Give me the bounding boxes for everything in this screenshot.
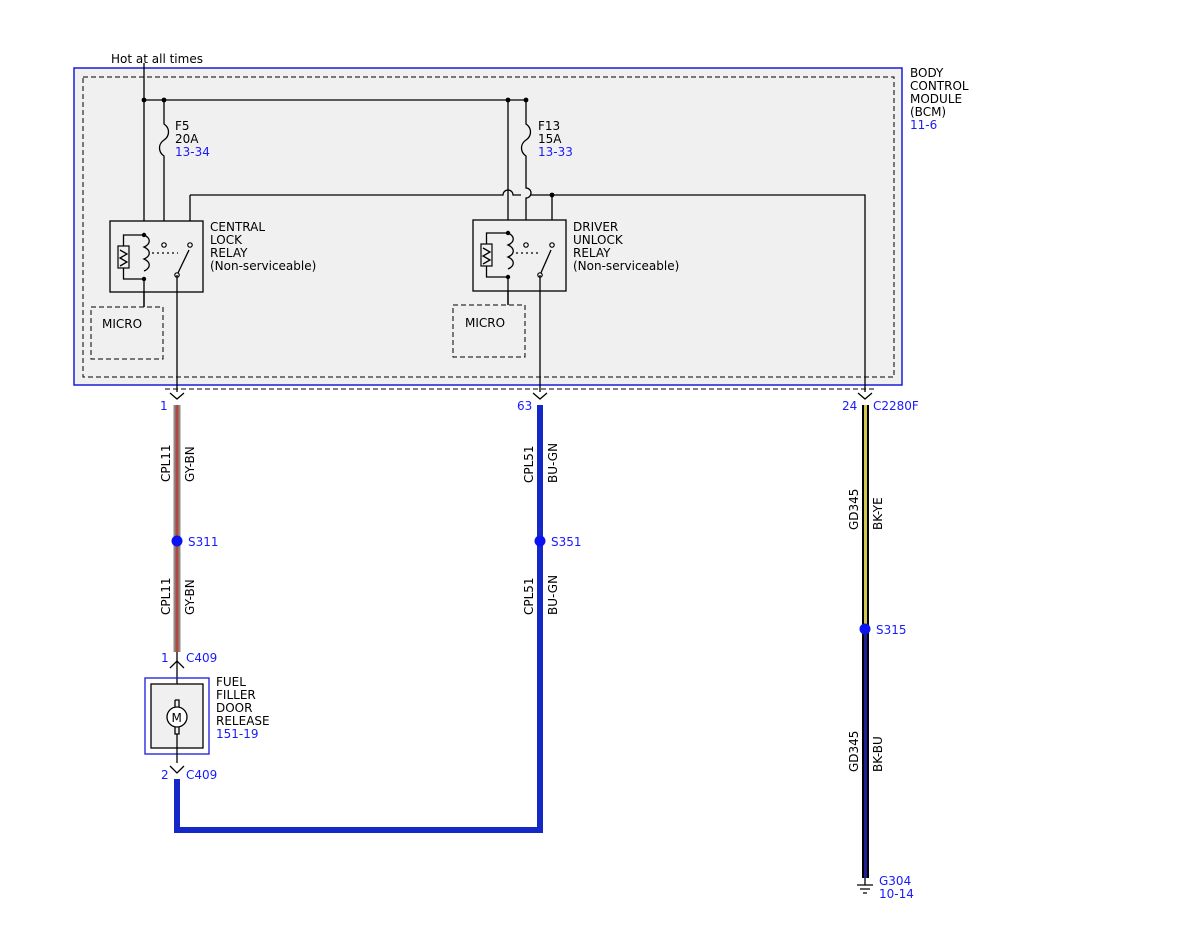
svg-text:BU-GN: BU-GN (546, 443, 560, 483)
central-lock-relay (109, 220, 204, 307)
svg-text:UNLOCK: UNLOCK (573, 233, 624, 247)
svg-text:BU-GN: BU-GN (546, 575, 560, 615)
c2280f-pins: 1 63 24 C2280F (160, 399, 919, 413)
svg-text:MODULE: MODULE (910, 92, 962, 106)
motor-symbol (166, 706, 188, 728)
splice-s315-label[interactable]: S315 (876, 623, 907, 637)
svg-text:CENTRAL: CENTRAL (210, 220, 265, 234)
c409-pin-1: 1 (161, 651, 169, 665)
svg-text:CPL51: CPL51 (522, 577, 536, 615)
svg-text:LOCK: LOCK (210, 233, 243, 247)
c409-pin-2: 2 (161, 768, 169, 782)
svg-text:CPL11: CPL11 (159, 444, 173, 482)
wire-cpl51 (174, 405, 543, 833)
pin-marker (857, 392, 873, 400)
fuse-f13-ref[interactable]: 13-33 (538, 145, 573, 159)
svg-text:(Non-serviceable): (Non-serviceable) (573, 259, 679, 273)
bcm-ref[interactable]: 11-6 (910, 118, 937, 132)
wire-gd345-bk-ye (862, 405, 869, 629)
fuse-f13-symbol (520, 100, 532, 243)
svg-text:CPL11: CPL11 (159, 577, 173, 615)
c2280f-connector-ref[interactable]: C2280F (873, 399, 919, 413)
motor-label: M (172, 711, 182, 725)
wire-labels: CPL11 GY-BN CPL11 GY-BN CPL51 BU-GN CPL5… (159, 443, 885, 772)
splice-s311[interactable] (171, 535, 183, 547)
central-relay-body (109, 220, 204, 293)
svg-text:DOOR: DOOR (216, 701, 252, 715)
splice-s311-label[interactable]: S311 (188, 535, 219, 549)
fuel-filler-door-release: M (144, 677, 210, 763)
micro-label: MICRO (102, 317, 142, 331)
micro-box (90, 306, 164, 360)
svg-text:CPL51: CPL51 (522, 445, 536, 483)
svg-text:BK-BU: BK-BU (871, 736, 885, 772)
svg-text:F5: F5 (175, 119, 190, 133)
svg-text:15A: 15A (538, 132, 562, 146)
svg-text:GD345: GD345 (847, 731, 861, 772)
splice-s351[interactable] (534, 535, 546, 547)
svg-text:RELAY: RELAY (210, 246, 248, 260)
driver-relay-body (472, 219, 567, 292)
svg-text:GY-BN: GY-BN (183, 579, 197, 615)
svg-text:DRIVER: DRIVER (573, 220, 618, 234)
c409-connector-ref-2[interactable]: C409 (186, 768, 217, 782)
bcm-internal-boundary (82, 76, 895, 378)
wire-cpl11 (173, 405, 181, 652)
driver-relay-coil (506, 232, 514, 270)
svg-text:20A: 20A (175, 132, 199, 146)
central-relay-coil (142, 234, 150, 272)
svg-text:GY-BN: GY-BN (183, 446, 197, 482)
svg-text:GD345: GD345 (847, 489, 861, 530)
relay-common-bus (190, 189, 866, 392)
central-relay-switch-arm (176, 249, 190, 276)
pin-marker (532, 392, 548, 400)
splice-s351-label[interactable]: S351 (551, 535, 582, 549)
svg-text:RELEASE: RELEASE (216, 714, 270, 728)
fuse-f13: F13 15A 13-33 (520, 100, 573, 243)
svg-text:F13: F13 (538, 119, 560, 133)
fuse-f5-ref[interactable]: 13-34 (175, 145, 210, 159)
driver-relay-label: DRIVER UNLOCK RELAY (Non-serviceable) (573, 220, 679, 273)
c409-connector-ref[interactable]: C409 (186, 651, 217, 665)
micro-box (452, 304, 526, 358)
svg-text:RELAY: RELAY (573, 246, 611, 260)
fuse-f5-symbol (158, 100, 170, 243)
pin-marker (169, 392, 185, 400)
central-relay-label: CENTRAL LOCK RELAY (Non-serviceable) (210, 220, 316, 273)
svg-text:63: 63 (517, 399, 532, 413)
svg-text:(Non-serviceable): (Non-serviceable) (210, 259, 316, 273)
fuse-f5: F5 20A 13-34 (158, 100, 210, 243)
junction-dot (549, 192, 555, 198)
driver-relay-contact (523, 242, 529, 248)
svg-text:FILLER: FILLER (216, 688, 256, 702)
driver-relay-contact (549, 242, 555, 248)
central-relay-contact (161, 242, 167, 248)
svg-text:BODY: BODY (910, 66, 944, 80)
driver-unlock-relay (472, 219, 567, 305)
bcm-label: BODY CONTROL MODULE (BCM) 11-6 (910, 66, 969, 132)
ground-g304-label[interactable]: G304 (879, 874, 911, 888)
supply-label: Hot at all times (111, 52, 203, 66)
fuel-door-ref[interactable]: 151-19 (216, 727, 259, 741)
ground-g304-ref[interactable]: 10-14 (879, 887, 914, 901)
fuel-door-label: FUEL FILLER DOOR RELEASE 151-19 (216, 675, 270, 741)
micro-label: MICRO (465, 316, 505, 330)
svg-text:(BCM): (BCM) (910, 105, 946, 119)
svg-text:1: 1 (160, 399, 168, 413)
svg-text:FUEL: FUEL (216, 675, 246, 689)
driver-relay-switch-arm (539, 249, 552, 276)
svg-text:24: 24 (842, 399, 857, 413)
svg-text:CONTROL: CONTROL (910, 79, 969, 93)
ground-symbol (857, 878, 873, 894)
wire-gd345-bk-bu (862, 629, 869, 878)
central-relay-contact (187, 242, 193, 248)
splice-s315[interactable] (859, 623, 871, 635)
pin-marker (169, 765, 185, 774)
svg-text:BK-YE: BK-YE (871, 497, 885, 530)
